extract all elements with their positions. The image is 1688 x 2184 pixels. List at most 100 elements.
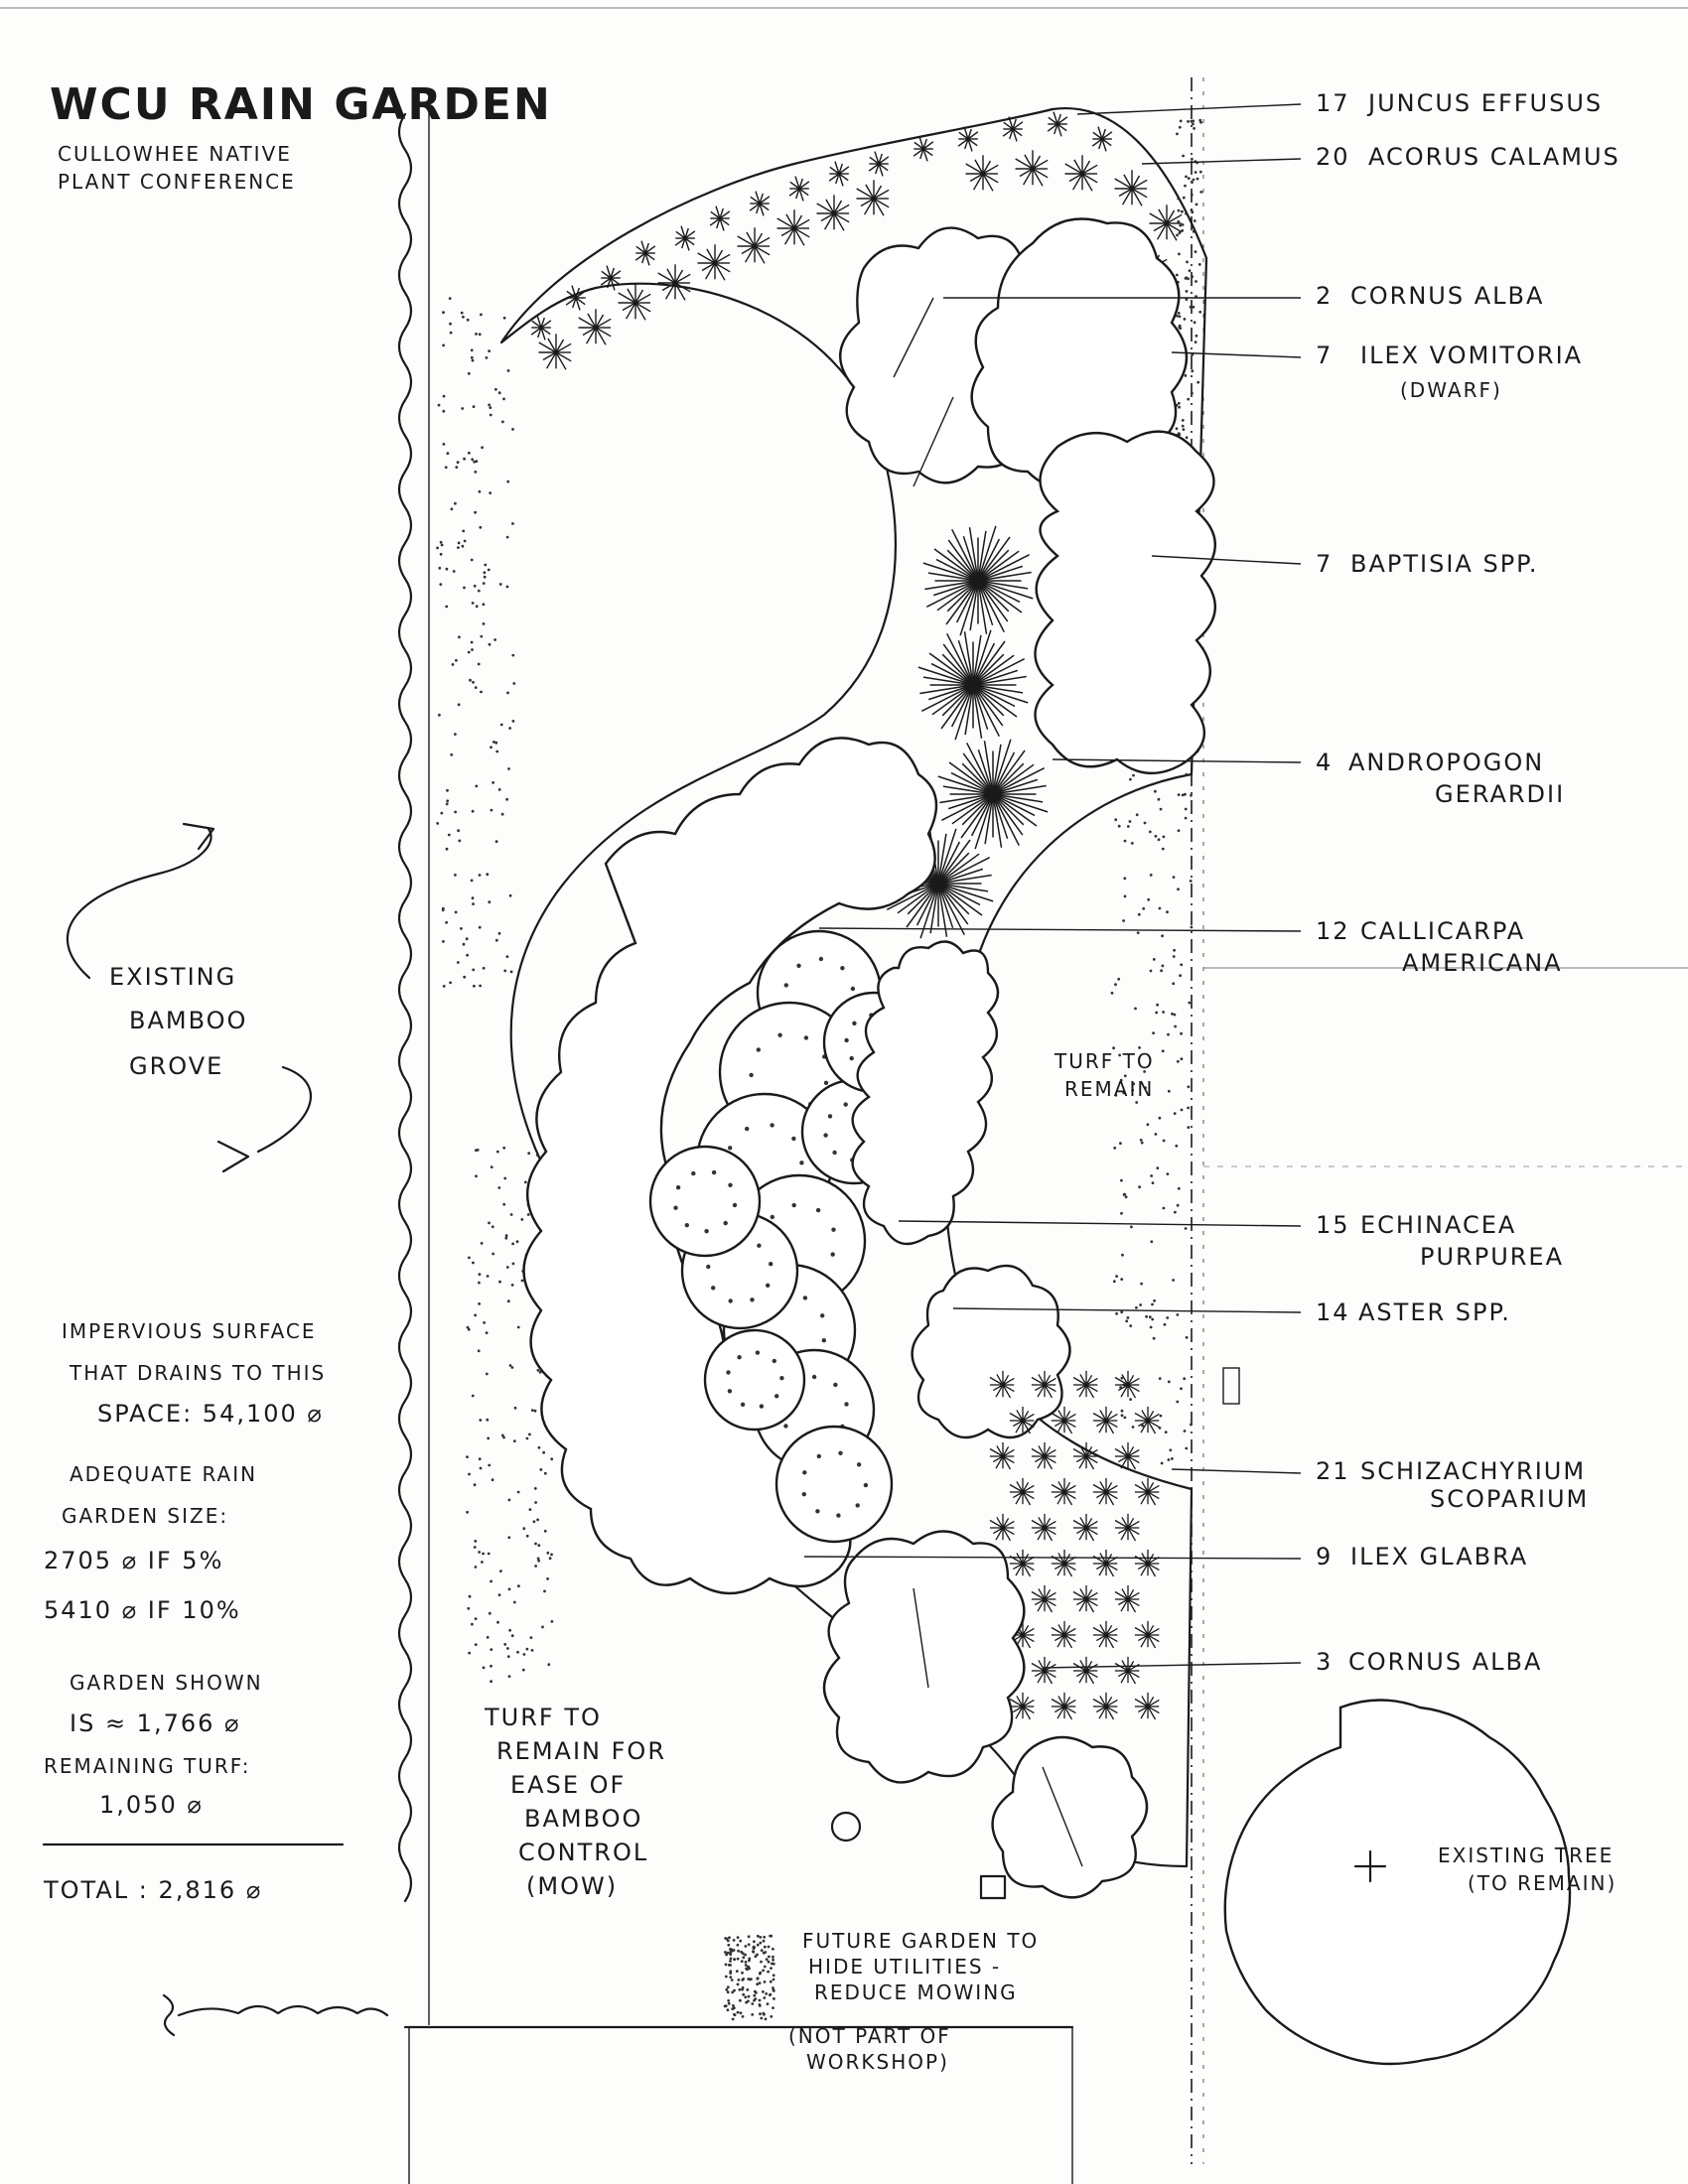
- stipple-dot: [535, 1154, 539, 1157]
- stipple-dot: [506, 691, 509, 695]
- stipple-dot: [471, 602, 475, 605]
- stipple-dot: [511, 720, 515, 723]
- stipple-dot: [439, 540, 443, 544]
- stipple-dot: [502, 316, 506, 320]
- plant-10-count: 9: [1316, 1543, 1333, 1570]
- stipple-dot: [1152, 1031, 1155, 1034]
- echinacea-shrub: [851, 940, 1000, 1246]
- stipple-dot: [490, 1648, 493, 1651]
- stipple-dot: [466, 1325, 470, 1329]
- stipple-dot: [763, 1945, 767, 1949]
- stipple-dot: [1164, 1431, 1168, 1433]
- stipple-dot: [488, 642, 492, 646]
- stipple-dot: [450, 752, 454, 756]
- stipple-dot: [492, 741, 495, 744]
- stipple-dot: [762, 1990, 765, 1993]
- stipple-dot: [474, 471, 478, 474]
- stipple-dot: [1187, 120, 1190, 123]
- grass-burst: [816, 195, 850, 231]
- title-line2: CULLOWHEE NATIVE: [58, 142, 292, 166]
- stipple-dot: [1178, 252, 1181, 256]
- turf-bamboo-line4: BAMBOO: [524, 1805, 642, 1833]
- stipple-dot: [1197, 263, 1201, 266]
- stipple-dot: [1195, 203, 1198, 206]
- stipple-dot: [1135, 1305, 1138, 1309]
- plant-4-name: BAPTISIA SPP.: [1350, 550, 1539, 578]
- stipple-dot: [748, 1978, 752, 1981]
- stipple-dot: [506, 479, 510, 483]
- stipple-dot: [742, 1992, 746, 1996]
- plant-label-1: 20 ACORUS CALAMUS: [1316, 143, 1618, 171]
- stipple-dot: [1179, 119, 1183, 123]
- stipple-dot: [501, 420, 504, 424]
- stipple-dot: [1183, 1377, 1187, 1381]
- stipple-dot: [441, 908, 445, 912]
- schizachyrium-burst: [1051, 1620, 1076, 1649]
- schizachyrium-burst: [1009, 1406, 1035, 1434]
- stipple-dot: [477, 662, 481, 666]
- stipple-dot: [506, 1655, 510, 1658]
- stipple-dot: [517, 1584, 520, 1588]
- stipple-dot: [496, 1620, 499, 1624]
- stipple-dot: [466, 318, 470, 322]
- stipple-dot: [1142, 906, 1146, 910]
- stipple-dot: [726, 2008, 730, 2012]
- stipple-dot: [525, 1436, 529, 1440]
- total-line: TOTAL : 2,816 ⌀: [43, 1876, 262, 1904]
- stipple-dot: [474, 1313, 477, 1317]
- schizachyrium-burst: [1009, 1477, 1035, 1506]
- stipple-dot: [741, 2015, 745, 2018]
- stipple-dot: [1146, 1123, 1150, 1127]
- stipple-dot: [1191, 391, 1194, 395]
- stipple-dot: [507, 1536, 511, 1540]
- stipple-dot: [1187, 1106, 1190, 1110]
- plant-6-count: 12: [1316, 917, 1350, 945]
- stipple-dot: [482, 1666, 486, 1670]
- stipple-dot: [449, 322, 452, 326]
- stipple-dot: [539, 1468, 543, 1471]
- schizachyrium-burst: [1009, 1692, 1035, 1720]
- stipple-dot: [456, 961, 460, 964]
- grass-burst: [965, 155, 999, 192]
- stipple-dot: [499, 1570, 502, 1572]
- stipple-dot: [747, 1994, 751, 1998]
- stipple-dot: [438, 566, 442, 570]
- stipple-dot: [470, 640, 474, 644]
- plant-label-4: 7 BAPTISIA SPP.: [1316, 550, 1539, 578]
- grass-burst: [530, 315, 552, 341]
- stipple-dot: [728, 1936, 731, 1940]
- stipple-dot: [1194, 171, 1197, 174]
- stipple-dot: [1191, 157, 1194, 161]
- stipple-dot: [493, 638, 496, 641]
- plant-label-6: 12 CALLICARPA AMERICANA: [1316, 917, 1561, 977]
- stipple-dot: [471, 358, 475, 362]
- callicarpa-berry: [770, 1214, 774, 1220]
- stipple-dot: [745, 2000, 748, 2004]
- stipple-dot: [1140, 1141, 1144, 1145]
- stipple-dot: [1192, 229, 1196, 233]
- stipple-dot: [471, 458, 475, 462]
- callicarpa-berry: [675, 1185, 681, 1190]
- stipple-dot: [1150, 1174, 1153, 1177]
- stipple-dot: [508, 1364, 512, 1367]
- plant-4-count: 7: [1316, 550, 1333, 578]
- stipple-dot: [760, 2016, 764, 2020]
- stipple-dot: [505, 1266, 509, 1269]
- stipple-dot: [502, 397, 505, 401]
- callicarpa-berry: [827, 1114, 833, 1119]
- stipple-dot: [449, 981, 452, 985]
- stipple-dot: [1188, 269, 1192, 273]
- title-main: WCU RAIN GARDEN: [50, 79, 552, 130]
- grass-burst: [565, 285, 587, 311]
- stipple-dot: [1120, 1414, 1124, 1418]
- stipple-dot: [491, 1225, 494, 1229]
- stipple-dot: [1149, 969, 1153, 973]
- stipple-dot: [452, 570, 456, 573]
- stipple-dot: [461, 544, 465, 548]
- callicarpa-berry: [726, 1370, 731, 1375]
- stipple-dot: [472, 1261, 475, 1265]
- stipple-dot: [1120, 1310, 1124, 1314]
- stipple-dot: [478, 1273, 482, 1277]
- stipple-dot: [1162, 1139, 1166, 1143]
- stipple-dot: [1118, 1053, 1121, 1057]
